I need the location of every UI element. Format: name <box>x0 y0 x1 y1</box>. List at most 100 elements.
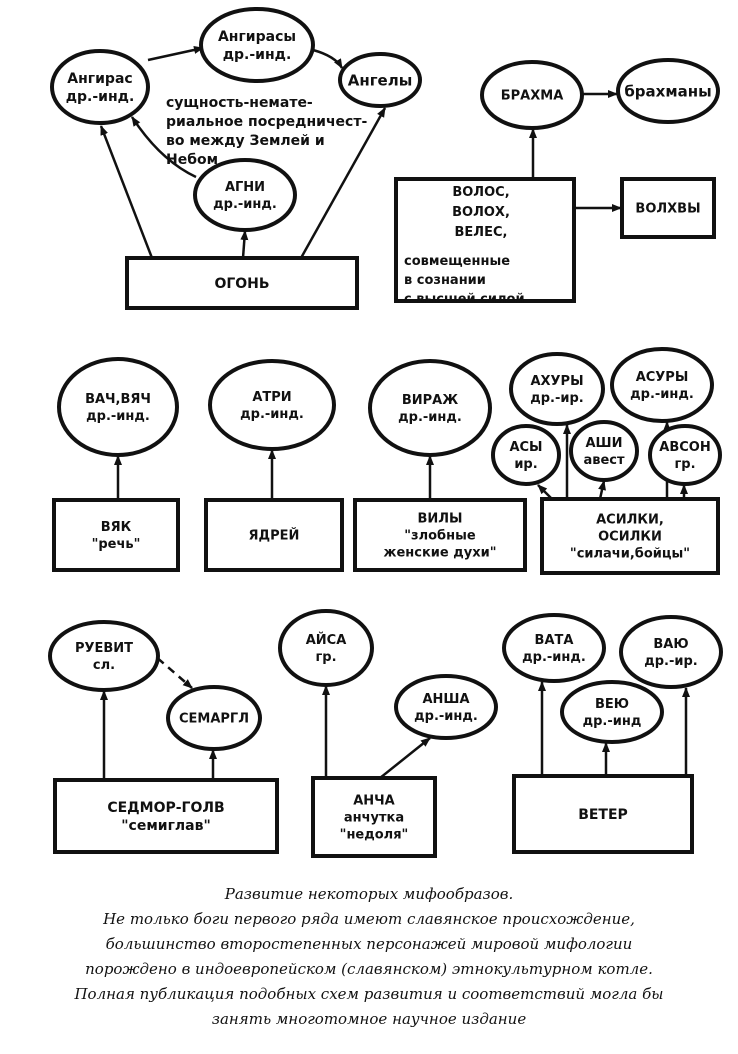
caption-line: порождено в индоевропейском (славянском)… <box>85 960 653 978</box>
node-shape-box <box>311 776 437 858</box>
node-shape-ellipse <box>502 613 606 683</box>
node-shape-box <box>512 774 694 854</box>
caption-line: занять многотомное научное издание <box>212 1010 527 1028</box>
node-shape-ellipse <box>208 359 336 451</box>
node-agni: АГНИ др.-инд. <box>193 158 297 232</box>
node-label-line: АСЫ <box>509 440 542 455</box>
node-asy: АСЫ ир. <box>491 424 561 486</box>
node-label-line: ВЯК <box>101 520 132 535</box>
node-shape-ellipse <box>50 49 150 125</box>
node-label-line: анчутка <box>344 811 404 826</box>
node-essence-note: сущность-немате-риальное посредничест-во… <box>166 95 367 168</box>
node-label-line: авест <box>583 453 625 468</box>
node-label-line: др.-инд. <box>630 387 694 402</box>
node-label-line: Небом <box>166 152 218 168</box>
node-label-line: АШИ <box>585 436 622 451</box>
caption-line: Не только боги первого ряда имеют славян… <box>102 910 635 928</box>
node-shape-ellipse <box>616 58 720 124</box>
edge-ogon-angely <box>299 107 387 259</box>
node-label-line: Ангелы <box>348 71 413 89</box>
node-label-line: с высшей силой <box>404 292 525 307</box>
node-veyu: ВЕЮ др.-инд <box>560 680 664 744</box>
node-label-line: ВИЛЫ <box>417 512 462 527</box>
edge-ancha-ansha <box>379 737 431 779</box>
node-label-line: др.-инд. <box>66 89 135 105</box>
node-shape-ellipse <box>166 685 262 751</box>
node-label-line: др.-инд. <box>223 47 292 63</box>
node-vyak: ВЯК "речь" <box>52 498 180 572</box>
node-shape-ellipse <box>394 674 498 740</box>
node-shape-box <box>540 497 720 575</box>
node-shape-box <box>204 498 344 572</box>
node-label-line: ВЕЛЕС, <box>455 225 508 240</box>
node-yadrey: ЯДРЕЙ <box>204 498 344 572</box>
node-label-line: сущность-немате- <box>166 95 313 111</box>
node-brahmany: брахманы <box>616 58 720 124</box>
node-volkhvy: ВОЛХВЫ <box>620 177 716 239</box>
node-label-line: др.-инд. <box>240 407 304 422</box>
node-label-line: ОГОНЬ <box>214 276 269 292</box>
node-shape-box <box>353 498 527 572</box>
caption-line: Развитие некоторых мифообразов. <box>224 885 514 903</box>
node-shape-ellipse <box>491 424 561 486</box>
node-label-line: др.-инд. <box>213 197 277 212</box>
node-label-line: АНША <box>422 692 469 707</box>
node-angely: Ангелы <box>338 52 422 108</box>
node-shape-ellipse <box>368 359 492 457</box>
node-label-line: "речь" <box>92 537 141 552</box>
node-shape-ellipse <box>480 60 584 130</box>
caption-line: большинство второстепенных персонажей ми… <box>106 935 633 953</box>
node-label-line: АНЧА <box>353 794 395 809</box>
node-label-line: др.-ир. <box>644 654 698 669</box>
edge-asilki-asy <box>537 484 553 500</box>
node-label-line: Ангирас <box>67 71 132 87</box>
node-shape-ellipse <box>278 609 374 687</box>
node-brahma: БРАХМА <box>480 60 584 130</box>
edge-ruevit-semargl <box>146 648 193 689</box>
edge-ogon-angiras <box>99 125 154 259</box>
node-label-line: др.-инд. <box>398 410 462 425</box>
node-ogon: ОГОНЬ <box>125 256 359 310</box>
node-label-line: др.-инд <box>583 714 642 729</box>
node-label-line: АТРИ <box>252 390 291 405</box>
edge-ogon-agni <box>240 230 249 259</box>
node-shape-box <box>53 778 279 854</box>
node-label-line: др.-инд. <box>86 409 150 424</box>
node-ashi: АШИ авест <box>569 420 639 482</box>
node-veter: ВЕТЕР <box>512 774 694 854</box>
node-label-line: др.-инд. <box>414 709 478 724</box>
node-label-line: АГНИ <box>225 180 265 195</box>
edge-asilki-ashi <box>598 480 606 500</box>
node-label-line: ВЕТЕР <box>578 807 628 823</box>
node-label-line: гр. <box>315 650 336 665</box>
node-label-line: ОСИЛКИ <box>598 530 662 545</box>
node-label-line: ВЕЮ <box>595 697 629 712</box>
node-virazh: ВИРАЖ др.-инд. <box>368 359 492 457</box>
node-label-line: сл. <box>93 658 115 673</box>
node-label-line: риальное посредничест- <box>166 114 367 130</box>
nodes-layer: Ангирасдр.-инд.Ангирасыдр.-инд.АнгелыАГН… <box>48 7 723 858</box>
node-shape-ellipse <box>610 347 714 423</box>
node-label-line: БРАХМА <box>501 89 564 104</box>
node-label-line: ир. <box>514 457 537 472</box>
node-shape-ellipse <box>648 424 722 486</box>
node-shape-ellipse <box>48 620 160 692</box>
node-label-line: СЕМАРГЛ <box>179 712 249 727</box>
node-label-line: ВИРАЖ <box>402 393 458 408</box>
node-label-line: ЯДРЕЙ <box>249 528 300 544</box>
node-label-line: совмещенные <box>404 254 510 269</box>
node-label-line: др.-ир. <box>530 391 584 406</box>
edge-angiras-angirasy <box>147 46 204 62</box>
